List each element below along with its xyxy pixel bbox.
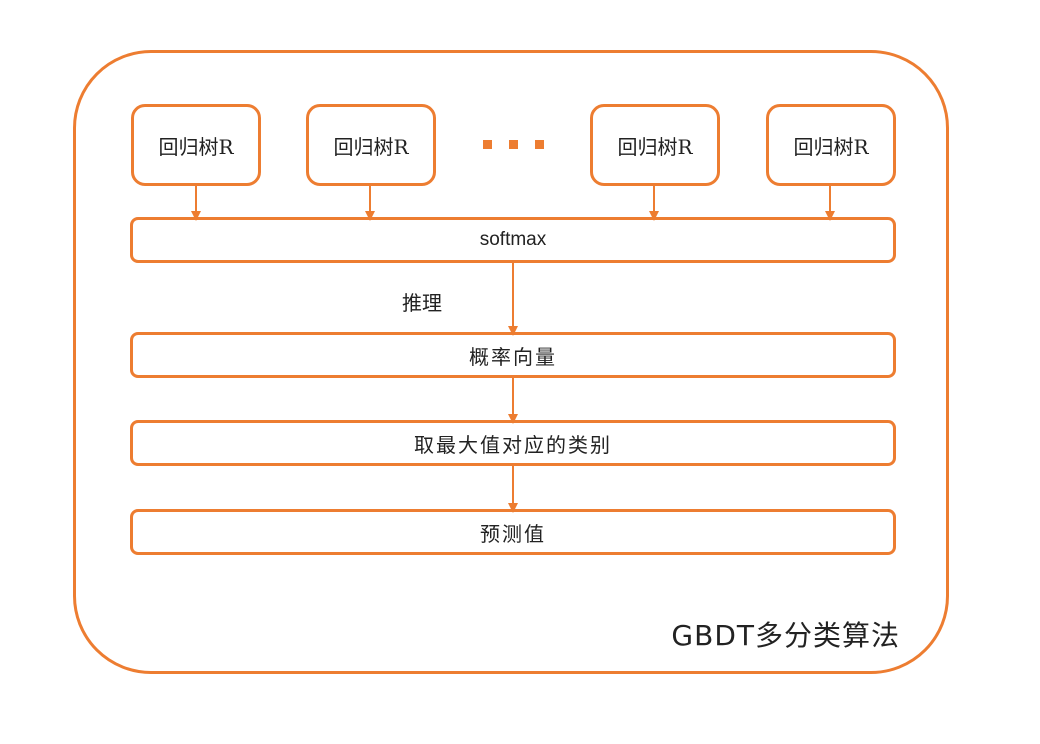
ellipsis-dot	[509, 140, 518, 149]
prediction-box: 预测值	[130, 509, 896, 555]
ellipsis-dot	[483, 140, 492, 149]
ellipsis	[483, 140, 544, 149]
probability-vector-box: 概率向量	[130, 332, 896, 378]
regression-tree-2: 回归树R	[306, 104, 436, 186]
regression-tree-1: 回归树R	[131, 104, 261, 186]
ellipsis-dot	[535, 140, 544, 149]
softmax-box: softmax	[130, 217, 896, 263]
regression-tree-3: 回归树R	[590, 104, 720, 186]
inference-label: 推理	[402, 291, 442, 315]
argmax-box: 取最大值对应的类别	[130, 420, 896, 466]
regression-tree-4: 回归树R	[766, 104, 896, 186]
diagram-title: GBDT多分类算法	[671, 619, 900, 652]
